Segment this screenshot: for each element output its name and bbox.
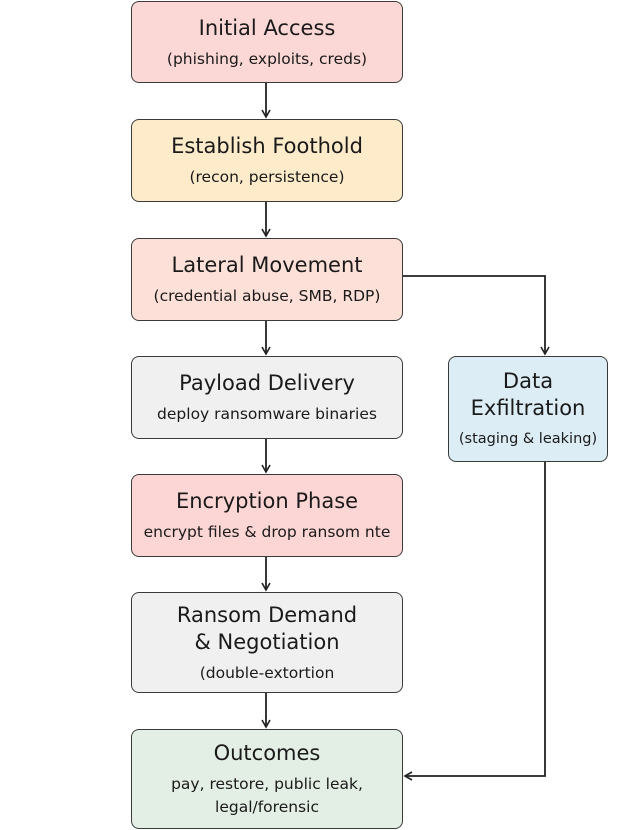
node-payload-delivery: Payload Delivery deploy ransomware binar… [131,356,403,439]
node-title-line2: Exfiltration [470,396,586,420]
arrow-exfiltration-to-outcomes [403,461,546,781]
node-title: Encryption Phase [175,489,359,513]
node-initial-access: Initial Access (phishing, exploits, cred… [131,1,403,83]
node-title-line2: & Negotiation [194,629,340,654]
arrow-lateral-to-exfiltration [402,275,550,356]
node-title: Establish Foothold [171,134,363,158]
node-title: Payload Delivery [179,371,355,395]
node-title: Initial Access [198,15,336,40]
node-subtitle: (staging & leaking) [458,431,598,447]
node-subtitle: (recon, persistence) [189,168,345,186]
node-title-line1: Data [502,369,554,393]
node-subtitle-line2: legal/forensic [215,798,319,816]
node-encryption-phase: Encryption Phase encrypt files & drop ra… [131,474,403,557]
node-subtitle: (credential abuse, SMB, RDP) [153,287,381,305]
node-lateral-movement: Lateral Movement (credential abuse, SMB,… [131,238,403,321]
node-subtitle: (double-extortion [199,663,335,682]
node-title-line1: Ransom Demand [176,602,358,627]
node-title: Lateral Movement [171,253,363,277]
node-subtitle: deploy ransomware binaries [157,405,377,423]
node-establish-foothold: Establish Foothold (recon, persistence) [131,119,403,202]
node-data-exfiltration: Data Exfiltration (staging & leaking) [448,356,608,462]
node-subtitle: (phishing, exploits, creds) [166,49,368,68]
node-subtitle-line1: pay, restore, public leak, [171,775,363,793]
node-title: Outcomes [213,741,321,765]
node-subtitle: encrypt files & drop ransom nte [143,523,391,541]
node-outcomes: Outcomes pay, restore, public leak, lega… [131,729,403,829]
node-ransom-demand: Ransom Demand & Negotiation (double-exto… [131,592,403,693]
